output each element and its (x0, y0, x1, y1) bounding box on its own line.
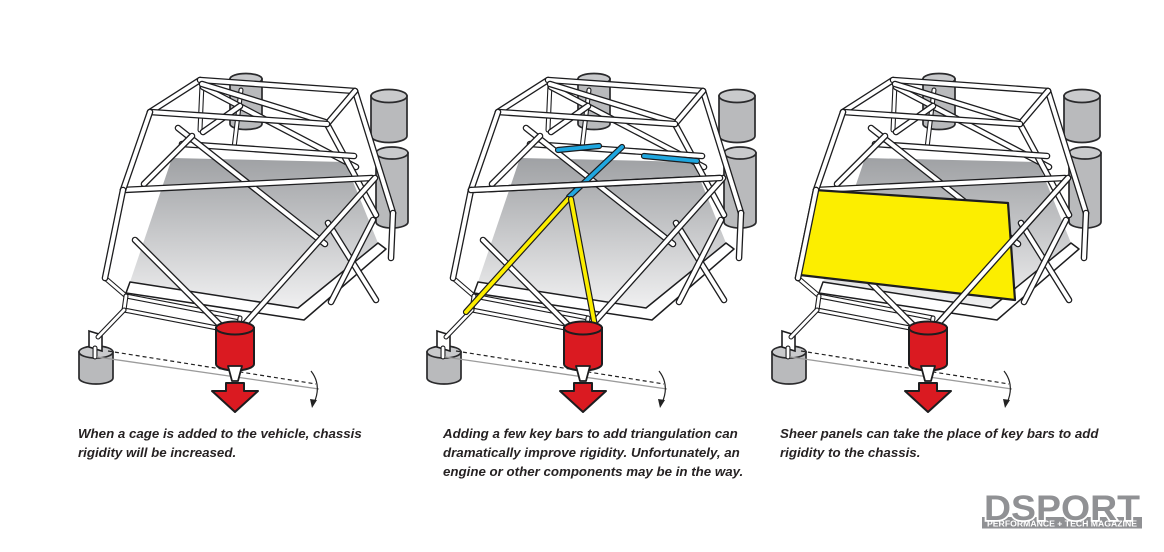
logo-bar (982, 517, 1142, 529)
figure-cage-basic (60, 60, 410, 420)
cage-illustration (771, 72, 1102, 413)
figure-caption-1: When a cage is added to the vehicle, cha… (78, 426, 362, 461)
dsport-logo: PERFORMANCE + TECH MAGAZINE DSPORT (981, 487, 1143, 530)
cage-illustration (78, 72, 409, 413)
dsport-logo-graphic: PERFORMANCE + TECH MAGAZINE DSPORT (982, 487, 1142, 530)
figure-cage-key-bars (408, 60, 758, 420)
figure-cage-sheer-panel (753, 60, 1103, 420)
logo-tagline: PERFORMANCE + TECH MAGAZINE (987, 518, 1137, 528)
logo-title: DSPORT (984, 489, 1140, 528)
figure-caption-2: Adding a few key bars to add triangulati… (443, 426, 744, 480)
cage-illustration (426, 72, 757, 413)
figure-caption-3: Sheer panels can take the place of key b… (780, 426, 1099, 461)
